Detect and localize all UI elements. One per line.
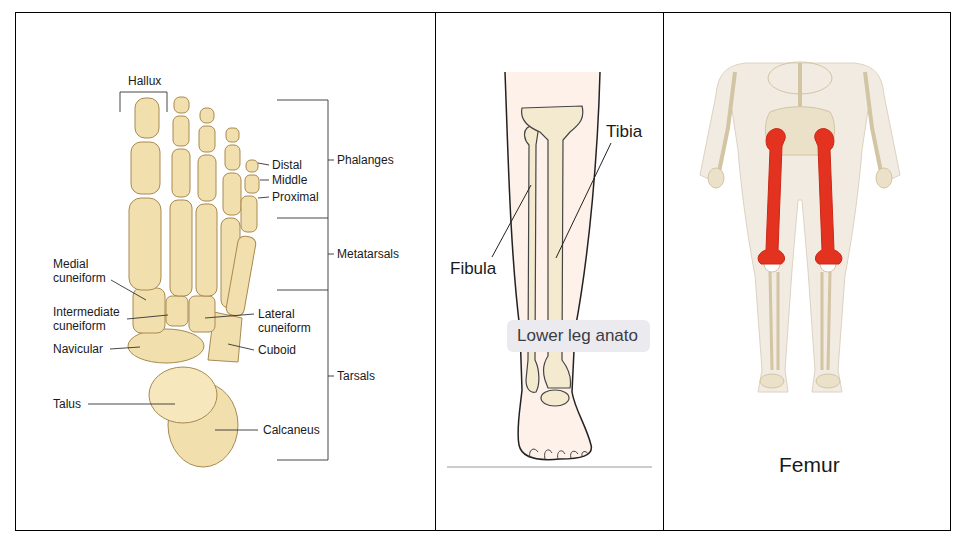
phalanx-label: Proximal <box>272 190 319 204</box>
bone-label: Talus <box>53 397 81 411</box>
leader-line <box>260 180 269 181</box>
skeleton-bones <box>770 272 830 370</box>
skeleton-bones <box>816 374 840 388</box>
leader-line <box>556 143 611 258</box>
leader-line <box>492 185 531 257</box>
leader-line <box>277 100 328 101</box>
foot-bones <box>246 160 258 172</box>
leader-line <box>205 314 254 318</box>
panel-frame <box>435 13 436 531</box>
phalanx-label: Distal <box>272 158 302 172</box>
leader-line <box>277 460 328 461</box>
leader-line <box>110 347 140 349</box>
foot-bones <box>225 235 257 317</box>
foot-bones <box>128 97 259 467</box>
foot-bones <box>196 204 217 296</box>
group-label: Metatarsals <box>337 247 399 261</box>
body-silhouette <box>700 63 900 392</box>
skeleton-bones <box>876 168 892 188</box>
bone-label: Navicular <box>53 342 103 356</box>
foot-bones <box>241 196 257 232</box>
foot-bones <box>245 175 259 193</box>
leg-outline <box>505 72 600 460</box>
divider-line <box>447 466 652 468</box>
skeleton-bones <box>708 62 892 388</box>
leg-bones <box>525 126 539 392</box>
panel-frame <box>16 13 951 531</box>
panel-frame <box>16 13 951 531</box>
leader-line <box>88 92 334 460</box>
foot-bones <box>149 367 217 423</box>
foot-bones <box>131 142 160 194</box>
foot-bones <box>173 116 189 146</box>
foot-bones <box>226 128 239 142</box>
bone-label: Lateral cuneiform <box>258 307 320 335</box>
tooltip-box: Lower leg anato <box>507 320 650 352</box>
group-label: Phalanges <box>337 153 394 167</box>
leader-line <box>127 315 168 319</box>
foot-bones <box>189 296 215 332</box>
bone-label: Medial cuneiform <box>53 257 115 285</box>
femur-highlight <box>758 129 842 264</box>
leg-bones <box>522 106 583 406</box>
foot-bones <box>172 149 190 197</box>
foot-bones <box>223 173 241 215</box>
skeleton-bones <box>760 374 784 388</box>
leader-line <box>328 254 334 255</box>
foot-bones <box>133 288 165 333</box>
leader-line <box>111 280 146 300</box>
foot-bones <box>128 329 204 363</box>
leader-line <box>88 404 175 405</box>
skeleton-bones <box>708 168 724 188</box>
foot-bones <box>129 198 161 290</box>
femur-highlight <box>758 129 785 264</box>
leader-line <box>492 143 611 258</box>
leader-line <box>215 430 258 431</box>
femur-highlight <box>815 129 842 264</box>
bone-label: Calcaneus <box>263 423 320 437</box>
body-silhouette <box>700 63 900 392</box>
leader-line <box>277 290 328 291</box>
toe-label: Hallux <box>128 74 161 88</box>
leader-line <box>228 344 254 350</box>
bone-label: Fibula <box>450 259 496 279</box>
leader-line <box>277 218 328 219</box>
foot-bones <box>198 155 216 201</box>
leader-line <box>258 197 269 198</box>
leader-line <box>328 100 329 460</box>
leader-line <box>258 163 269 165</box>
phalanx-label: Middle <box>272 173 307 187</box>
tooltip-text: Lower leg anato <box>517 326 640 346</box>
caption-label: Femur <box>779 453 840 478</box>
panel-frame <box>663 13 664 531</box>
leg-outline <box>530 449 588 459</box>
group-label: Tarsals <box>337 369 375 383</box>
bone-label: Intermediate cuneiform <box>53 305 127 333</box>
leg-bones <box>541 390 569 406</box>
leg-outline <box>505 72 600 460</box>
leader-line <box>120 92 167 112</box>
skeleton-bones <box>719 72 881 172</box>
foot-bones <box>225 145 240 170</box>
foot-bones <box>135 98 159 138</box>
leader-line <box>328 160 334 161</box>
foot-bones <box>200 108 214 123</box>
foot-bones <box>170 200 192 296</box>
leader-line <box>328 376 334 377</box>
bone-label: Tibia <box>606 122 642 142</box>
bone-label: Cuboid <box>258 343 296 357</box>
foot-bones <box>166 296 188 326</box>
foot-bones <box>199 126 215 152</box>
foot-bones <box>174 97 189 113</box>
